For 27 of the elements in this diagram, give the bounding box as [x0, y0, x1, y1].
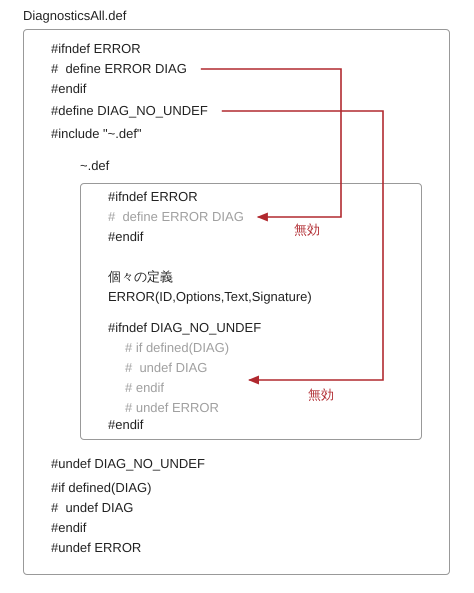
- code-line: 個々の定義: [108, 269, 173, 285]
- code-line: # undef DIAG: [51, 500, 134, 516]
- file-name: ~.def: [80, 158, 110, 174]
- file-name: DiagnosticsAll.def: [23, 8, 126, 24]
- code-line: # define ERROR DIAG: [51, 61, 187, 77]
- edge-label: 無効: [306, 387, 336, 403]
- arrow: [200, 68, 342, 222]
- code-line: #include "~.def": [51, 126, 142, 142]
- code-line: #if defined(DIAG): [51, 480, 152, 496]
- code-line: #define DIAG_NO_UNDEF: [51, 103, 208, 119]
- code-line: # undef ERROR: [125, 400, 219, 416]
- arrow: [222, 110, 384, 384]
- code-line: #ifndef ERROR: [108, 189, 198, 205]
- code-line: # if defined(DIAG): [125, 340, 230, 356]
- code-line: #endif: [108, 417, 144, 433]
- code-line: #ifndef ERROR: [51, 41, 141, 57]
- code-line: ERROR(ID,Options,Text,Signature): [108, 289, 312, 305]
- code-line: #ifndef DIAG_NO_UNDEF: [108, 320, 262, 336]
- code-line: #undef DIAG_NO_UNDEF: [51, 456, 205, 472]
- code-line: # endif: [125, 380, 164, 396]
- code-line: #undef ERROR: [51, 540, 142, 556]
- code-line: # undef DIAG: [125, 360, 208, 376]
- code-line: #endif: [51, 520, 86, 536]
- code-line: #endif: [51, 81, 86, 97]
- code-line: #endif: [108, 229, 144, 245]
- edge-label: 無効: [292, 222, 322, 238]
- code-line: # define ERROR DIAG: [108, 209, 244, 225]
